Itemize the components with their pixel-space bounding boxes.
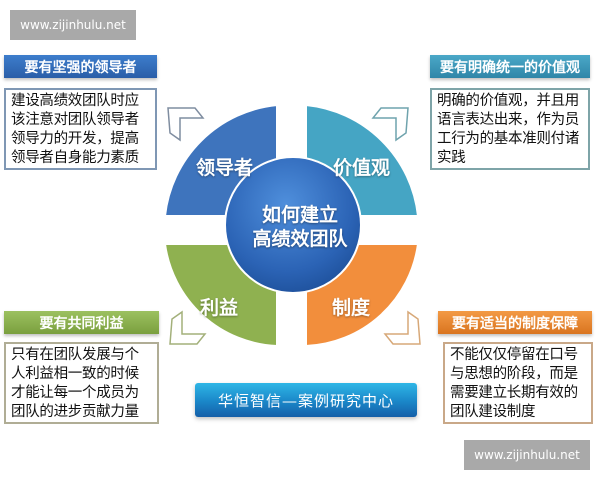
arrow-icon-bottom-left	[169, 310, 207, 345]
center-title-line2: 高绩效团队	[252, 228, 348, 250]
quadrant-label-leader: 领导者	[196, 157, 254, 179]
description-leader: 建设高绩效团队时应 该注意对团队领导者 领导力的开发，提高 领导者自身能力素质	[4, 88, 157, 170]
center-circle	[224, 156, 362, 294]
center-title: 如何建立 高绩效团队	[230, 203, 370, 251]
arrow-icon-top-right	[371, 107, 409, 142]
header-values: 要有明确统一的价值观	[430, 55, 590, 78]
arrow-icon-top-left	[167, 107, 205, 142]
watermark-top: www.zijinhulu.net	[10, 10, 136, 40]
quadrant-label-system: 制度	[332, 297, 371, 319]
quadrant-label-values: 价值观	[333, 157, 391, 179]
description-system: 不能仅仅停留在口号 与思想的阶段，而是 需要建立长期有效的 团队建设制度	[443, 342, 593, 424]
header-leader: 要有坚强的领导者	[4, 55, 157, 78]
description-values: 明确的价值观，并且用 语言表达出来，作为员 工行为的基本准则付诸 实践	[430, 88, 590, 170]
header-system: 要有适当的制度保障	[438, 311, 592, 334]
source-banner: 华恒智信—案例研究中心	[195, 383, 417, 417]
description-benefit: 只有在团队发展与个 人利益相一致的时候 才能让每一个成员为 团队的进步贡献力量	[4, 342, 159, 424]
center-title-line1: 如何建立	[261, 204, 338, 226]
watermark-bottom: www.zijinhulu.net	[464, 440, 590, 470]
header-benefit: 要有共同利益	[4, 311, 159, 334]
quadrant-label-benefit: 利益	[200, 297, 239, 319]
arrow-icon-bottom-right	[383, 310, 421, 345]
